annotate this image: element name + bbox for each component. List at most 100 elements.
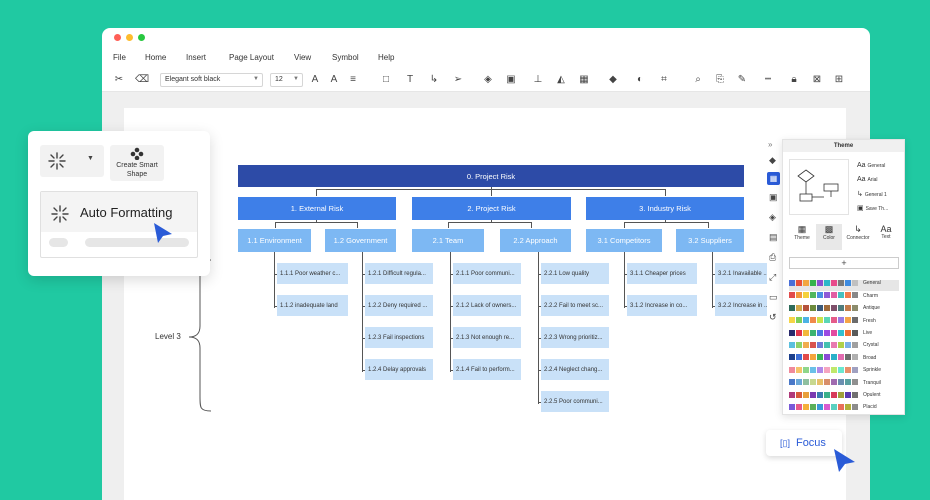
level3-node[interactable]: 2.1.4 Fail to perform...	[453, 359, 521, 380]
collapse-icon[interactable]: »	[768, 140, 773, 149]
theme-icon[interactable]: ▦	[767, 172, 780, 185]
tab-theme[interactable]: ▦Theme	[789, 224, 815, 250]
preview-arial[interactable]: Aa Arial	[857, 176, 878, 183]
minimize-dot[interactable]	[126, 34, 133, 41]
menu-insert[interactable]: Insert	[186, 53, 207, 62]
tab-color[interactable]: ▩Color	[816, 224, 842, 250]
sparkle-button[interactable]: ▼	[40, 145, 104, 177]
decrease-font-icon[interactable]: A	[330, 74, 338, 85]
pointer-icon[interactable]: ➢	[453, 74, 463, 85]
theme-row[interactable]: Broad	[789, 354, 899, 365]
cut-icon[interactable]: ✂	[114, 74, 124, 85]
format-painter-icon[interactable]: ⌫	[135, 74, 150, 85]
layers-icon[interactable]: ◈	[769, 212, 776, 222]
level1-node[interactable]: 1. External Risk	[238, 197, 396, 220]
level3-node[interactable]: 3.2.1 Inavailable ...	[715, 263, 767, 284]
align-objects-icon[interactable]: ⊥	[533, 74, 543, 85]
shadow-icon[interactable]: ◐	[636, 74, 644, 85]
search-icon[interactable]: ⌕	[695, 74, 701, 85]
level3-node[interactable]: 2.2.2 Fail to meet sc...	[541, 295, 609, 316]
theme-row[interactable]: General	[789, 280, 899, 291]
menu-symbol[interactable]: Symbol	[332, 53, 359, 62]
level3-node[interactable]: 3.2.2 Increase in ...	[715, 295, 767, 316]
crop-icon[interactable]: ⌗	[661, 74, 667, 85]
page-icon[interactable]: ▤	[769, 232, 778, 242]
create-smart-shape-button[interactable]: Create Smart Shape	[110, 145, 164, 181]
history-icon[interactable]: ↺	[769, 312, 777, 322]
level2-node[interactable]: 3.2 Suppliers	[676, 229, 744, 252]
level1-node[interactable]: 3. Industry Risk	[586, 197, 744, 220]
level1-node[interactable]: 2. Project Risk	[412, 197, 571, 220]
level3-node[interactable]: 3.1.2 Increase in co...	[627, 295, 697, 316]
fill-icon[interactable]: ◆	[769, 155, 776, 165]
preview-general-1[interactable]: ↳ General 1	[857, 190, 887, 198]
flip-icon[interactable]: ◭	[557, 74, 565, 85]
preview-general[interactable]: Aa General	[857, 162, 885, 169]
theme-preview[interactable]	[789, 159, 849, 215]
level3-node[interactable]: 1.2.4 Delay approvals	[365, 359, 433, 380]
lock-icon[interactable]: 🔒︎	[791, 74, 797, 85]
menu-home[interactable]: Home	[145, 53, 167, 62]
tab-connector[interactable]: ↳Connector	[844, 224, 872, 250]
level3-node[interactable]: 1.1.2 inadequate land	[277, 295, 348, 316]
theme-row[interactable]: Charm	[789, 292, 899, 303]
expand-icon[interactable]: ⤢	[769, 272, 777, 282]
font-family-select[interactable]: Elegant soft black ▼	[160, 73, 263, 87]
menu-help[interactable]: Help	[378, 53, 395, 62]
increase-font-icon[interactable]: A	[311, 74, 319, 85]
level2-node[interactable]: 2.2 Approach	[500, 229, 571, 252]
theme-row[interactable]: Fresh	[789, 317, 899, 328]
preview-save-theme[interactable]: ▣ Save Th...	[857, 204, 888, 212]
level2-node[interactable]: 1.1 Environment	[238, 229, 311, 252]
level3-node[interactable]: 2.2.4 Neglect chang...	[541, 359, 609, 380]
find-replace-icon[interactable]: ⎘	[716, 74, 724, 85]
level3-node[interactable]: 2.2.5 Poor communi...	[541, 391, 609, 412]
root-node[interactable]: 0. Project Risk	[238, 165, 744, 187]
more-icon[interactable]: ⊞	[834, 74, 844, 85]
menu-page-layout[interactable]: Page Layout	[229, 53, 274, 62]
export-icon[interactable]: ⎙	[769, 252, 777, 262]
theme-row[interactable]: Opulent	[789, 391, 899, 403]
focus-button[interactable]: [▯] Focus	[766, 430, 842, 456]
theme-row[interactable]: Antique	[789, 304, 899, 316]
level3-node[interactable]: 1.2.2 Deny required ...	[365, 295, 433, 316]
menu-file[interactable]: File	[113, 53, 126, 62]
image-icon[interactable]: ▣	[769, 192, 778, 202]
auto-formatting-button[interactable]: Auto Formatting	[41, 192, 197, 232]
level3-node[interactable]: 2.1.3 Not enough re...	[453, 327, 521, 348]
level3-node[interactable]: 2.2.3 Wrong prioritiz...	[541, 327, 609, 348]
present-icon[interactable]: ▭	[769, 292, 778, 302]
group-icon[interactable]: ▣	[506, 74, 516, 85]
level3-node[interactable]: 2.1.2 Lack of owners...	[453, 295, 521, 316]
theme-row[interactable]: Crystal	[789, 342, 899, 353]
rectangle-icon[interactable]: □	[382, 74, 390, 85]
table-icon[interactable]: ▦	[579, 74, 589, 85]
line-color-icon[interactable]: ✎	[737, 74, 747, 85]
fill-color-icon[interactable]: ◆	[609, 74, 617, 85]
font-size-select[interactable]: 12 ▼	[270, 73, 303, 87]
theme-row[interactable]: Placid	[789, 404, 899, 415]
level2-node[interactable]: 1.2 Government	[325, 229, 396, 252]
close-dot[interactable]	[114, 34, 121, 41]
level2-node[interactable]: 3.1 Competitors	[586, 229, 662, 252]
level3-node[interactable]: 3.1.1 Cheaper prices	[627, 263, 697, 284]
text-icon[interactable]: T	[406, 74, 414, 85]
theme-row[interactable]: Tranquil	[789, 379, 899, 390]
level2-node[interactable]: 2.1 Team	[412, 229, 484, 252]
theme-row[interactable]: Live	[789, 329, 899, 341]
layers-icon[interactable]: ◈	[484, 74, 492, 85]
line-style-icon[interactable]: ┅	[764, 74, 772, 85]
level3-node[interactable]: 1.1.1 Poor weather c...	[277, 263, 348, 284]
close-box-icon[interactable]: ⊠	[812, 74, 822, 85]
add-theme-button[interactable]: +	[789, 257, 899, 269]
level3-node[interactable]: 2.2.1 Low quality	[541, 263, 609, 284]
connector-icon[interactable]: ↳	[429, 74, 439, 85]
level3-node[interactable]: 1.2.1 Difficult regula...	[365, 263, 433, 284]
level3-node[interactable]: 2.1.1 Poor communi...	[453, 263, 521, 284]
theme-row[interactable]: Sprinkle	[789, 366, 899, 378]
align-icon[interactable]: ≡	[350, 74, 356, 85]
menu-view[interactable]: View	[294, 53, 312, 62]
level3-node[interactable]: 1.2.3 Fail inspections	[365, 327, 433, 348]
maximize-dot[interactable]	[138, 34, 145, 41]
